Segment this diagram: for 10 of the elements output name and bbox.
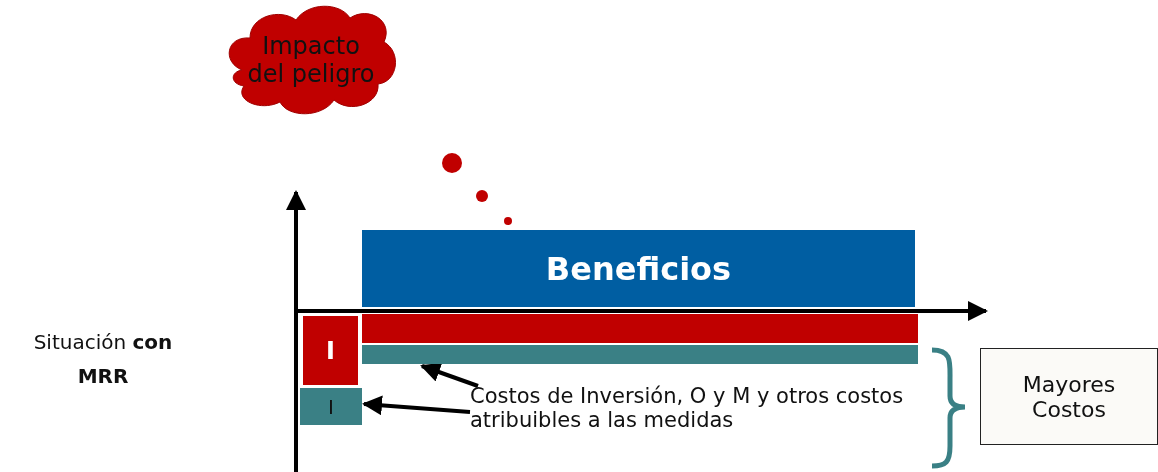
- cost-bar: [362, 314, 918, 343]
- annotation-text: Costos de Inversión, O y M y otros costos atribuibles a las medidas: [470, 384, 905, 432]
- cost-bar: [362, 345, 918, 364]
- investment-bar: I: [300, 388, 362, 425]
- arrow: [420, 362, 479, 388]
- row-label: Situación con MRR: [32, 329, 174, 390]
- cost-box: Mayores Costos: [980, 348, 1158, 445]
- arrow: [362, 395, 471, 416]
- investment-bar: I: [303, 316, 358, 385]
- benefits-bar: Beneficios: [362, 230, 915, 307]
